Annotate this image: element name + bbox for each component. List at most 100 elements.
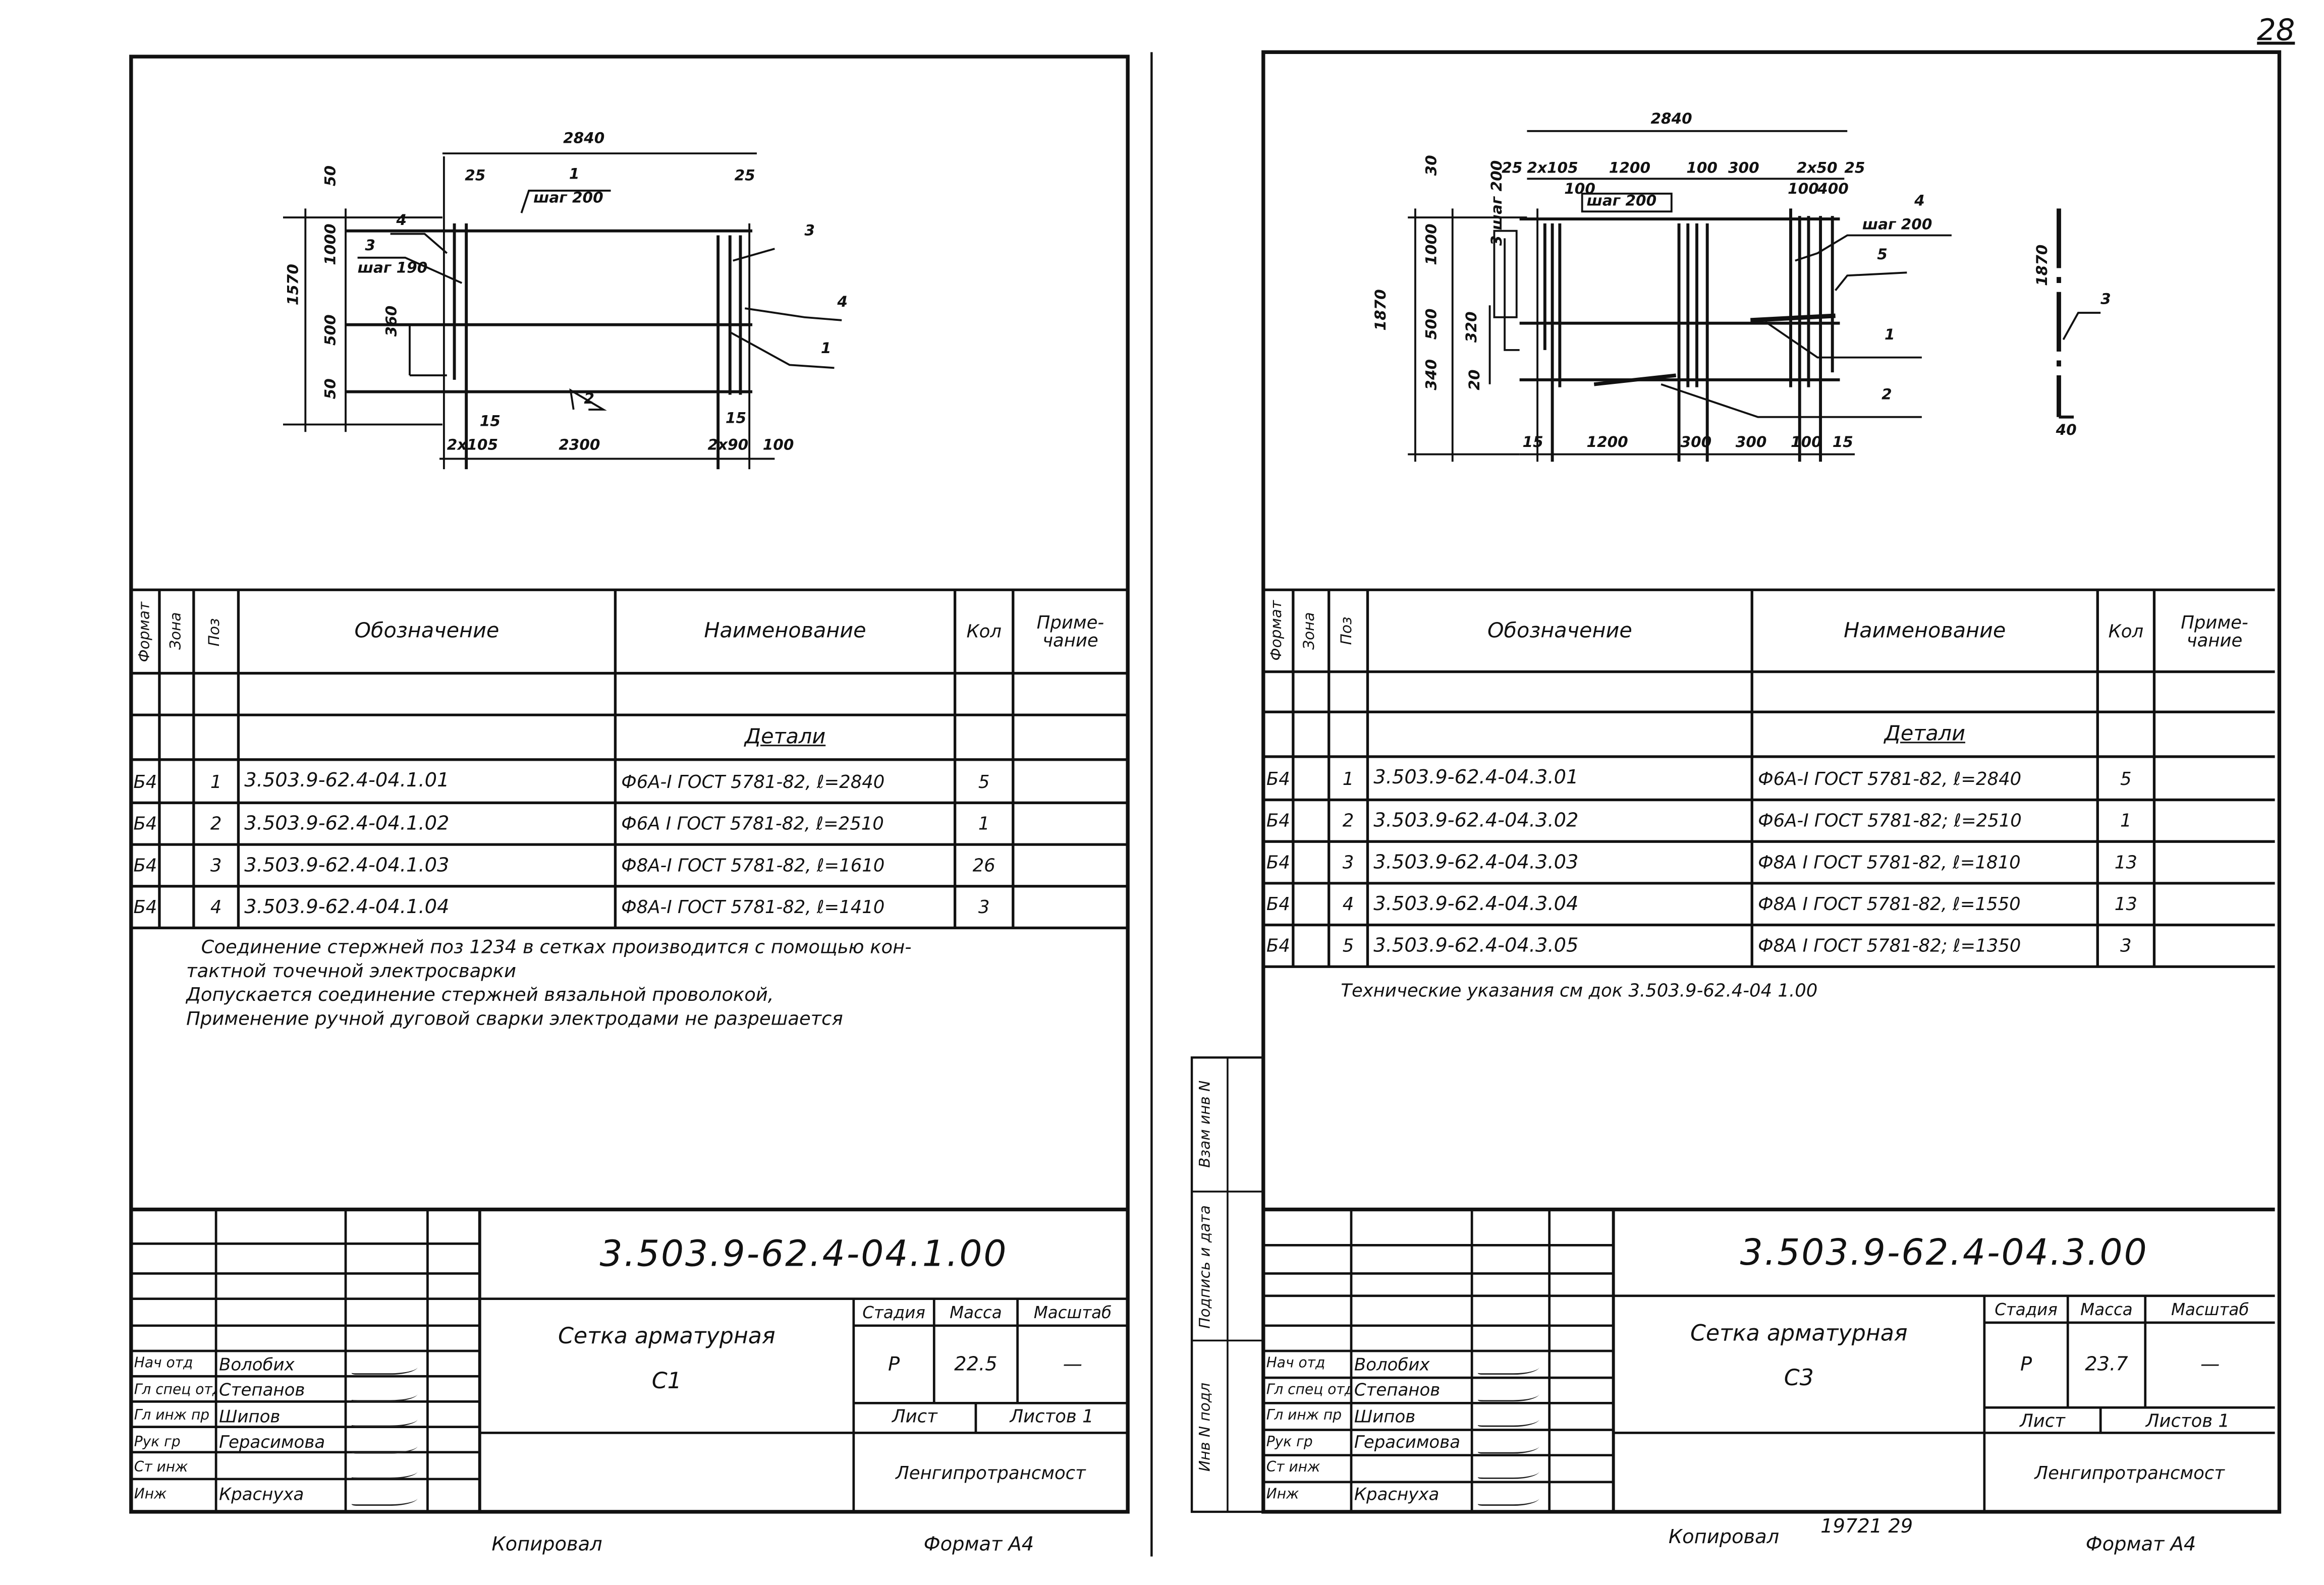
table-cell-zone <box>159 886 194 928</box>
left-table-grid <box>131 588 1128 930</box>
table-cell-name: Ф8A-I ГОСТ 5781-82, ℓ=1610 <box>621 855 885 876</box>
dimension-label: шаг 200 <box>1586 193 1657 210</box>
table-cell-pos: 2 <box>1342 810 1354 831</box>
header-pos-label: Поз <box>207 617 224 646</box>
table-cell-qty: 3 <box>2120 935 2132 956</box>
table-cell-note <box>2154 757 2275 800</box>
dimension-label: 2x90 <box>707 438 749 455</box>
drawing-code: 3.503.9-62.4-04.1.00 <box>599 1233 1008 1275</box>
table-cell-zone <box>1293 841 1329 883</box>
signature-mark <box>351 1459 422 1479</box>
stage-value: Р <box>888 1353 900 1376</box>
dimension-label: 20 <box>1467 369 1484 390</box>
dimension-label: 1 <box>820 341 832 358</box>
header-designation: Обозначение <box>1367 590 1752 671</box>
dimension-label: 40 <box>2056 423 2077 440</box>
dimension-label: 100 <box>1686 160 1718 178</box>
person-name: Волобих <box>219 1353 295 1375</box>
person-name <box>1351 1455 1472 1482</box>
table-cell-pos: 3 <box>1342 852 1354 873</box>
table-cell-pos: 5 <box>1342 935 1354 956</box>
header-name: Наименование <box>1752 590 2097 671</box>
header-name-label: Наименование <box>704 619 866 644</box>
table-cell-note <box>1013 760 1128 803</box>
table-cell-format: Б4 <box>1266 810 1290 831</box>
person-name: Краснуха <box>1354 1484 1440 1505</box>
dimension-label: 100 <box>762 438 794 455</box>
dimension-label: 4 <box>1914 193 1925 210</box>
role-label: Ст инж <box>134 1460 188 1477</box>
person-name: Степанов <box>219 1379 305 1401</box>
role-label: Нач отд <box>1266 1355 1325 1373</box>
signature-mark <box>1477 1486 1544 1505</box>
header-note: Приме-чание <box>2154 590 2275 671</box>
side-stamp-signature-date: Подпись и дата <box>1197 1206 1214 1329</box>
table-cell-pos: 4 <box>1342 893 1354 915</box>
dimension-label: шаг 200 <box>533 190 603 207</box>
left-note-3: Допускается соединение стержней вязально… <box>186 983 774 1006</box>
dimension-label: 1 <box>1885 327 1895 345</box>
dimension-label: 1870 <box>1373 289 1390 331</box>
dimension-label: 2x105 <box>447 438 499 455</box>
signature-mark <box>1477 1459 1544 1479</box>
section-title-details: Детали <box>1884 722 1965 747</box>
signature-mark <box>351 1381 422 1400</box>
person-name: Краснуха <box>219 1484 304 1505</box>
dimension-label: 100 <box>1564 182 1595 198</box>
dimension-label: 2x105 <box>1527 160 1578 178</box>
table-cell-pos: 1 <box>210 770 222 792</box>
right-table-grid <box>1263 588 2275 968</box>
mesh-c1-drawing <box>283 152 842 470</box>
drawing-name-line1: Сетка арматурная <box>558 1322 776 1350</box>
dimension-label: 2 <box>584 391 594 409</box>
dimension-label: 15 <box>479 414 501 431</box>
table-cell-format: Б4 <box>1266 893 1290 915</box>
mass-label: Масса <box>950 1303 1002 1322</box>
dimension-label: 2x50 <box>1796 160 1838 178</box>
mass-value: 23.7 <box>2085 1353 2128 1377</box>
table-cell-name: Ф6A-I ГОСТ 5781-82, ℓ=2840 <box>621 770 885 792</box>
drawing-name-line1: Сетка арматурная <box>1690 1320 1908 1347</box>
header-zone: Зона <box>159 590 194 673</box>
page-number: 28 <box>2257 12 2295 48</box>
dimension-label: 400 <box>1817 182 1849 198</box>
header-zone-label: Зона <box>1302 612 1319 650</box>
dimension-label: 2300 <box>559 438 600 455</box>
table-cell-note <box>2154 800 2275 842</box>
section-title-details: Детали <box>744 725 826 750</box>
header-format-label: Формат <box>1269 600 1286 661</box>
dimension-label: 2 <box>1882 387 1892 404</box>
person-name: Герасимова <box>219 1432 325 1453</box>
table-cell-qty: 1 <box>978 813 990 834</box>
dimension-label: 1870 <box>2035 244 2052 286</box>
header-zone: Зона <box>1293 590 1329 671</box>
header-zone-label: Зона <box>168 612 184 651</box>
dimension-label: 4 <box>396 213 407 230</box>
table-cell-note <box>1013 803 1128 844</box>
dimension-label: 25 <box>1844 160 1865 178</box>
role-label: Инж <box>134 1486 167 1503</box>
sheet-label: Лист <box>892 1406 937 1427</box>
table-cell-designation: 3.503.9-62.4-04.1.03 <box>244 854 450 877</box>
table-cell-pos: 3 <box>210 855 222 876</box>
header-pos-label: Поз <box>1339 616 1356 645</box>
dimension-label: 320 <box>1464 311 1481 343</box>
table-cell-format: Б4 <box>133 855 157 876</box>
signature-mark <box>351 1355 422 1374</box>
sheet-label: Лист <box>2020 1410 2065 1432</box>
dimension-label: 50 <box>323 378 340 400</box>
dimension-label: 3 <box>2100 292 2111 309</box>
table-cell-format: Б4 <box>1266 852 1290 873</box>
right-sheet-frame <box>1261 50 2282 1514</box>
right-footer-format: Формат А4 <box>2085 1534 2196 1557</box>
dimension-label: шаг 200 <box>1862 217 1932 234</box>
dimension-label: 1200 <box>1586 435 1628 451</box>
dimension-label: 1200 <box>1609 160 1651 178</box>
person-name: Герасимова <box>1354 1432 1461 1453</box>
header-qty-label: Кол <box>966 621 1002 642</box>
header-designation-label: Обозначение <box>1487 618 1632 643</box>
table-cell-zone <box>1293 800 1329 842</box>
side-stamp-replaced-inv: Взам инв N <box>1197 1081 1214 1168</box>
dimension-label: 100 <box>1788 182 1819 198</box>
table-cell-note <box>1013 886 1128 928</box>
